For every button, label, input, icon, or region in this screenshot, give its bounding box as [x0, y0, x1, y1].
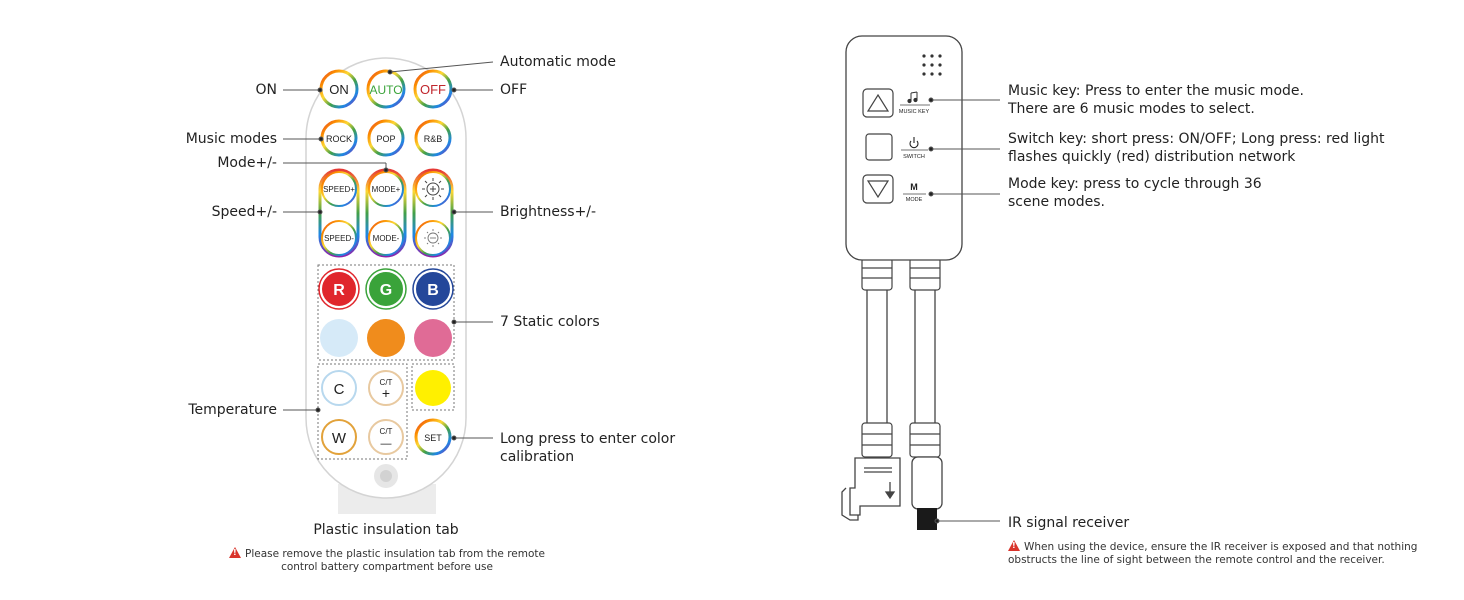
- ct-plus-button[interactable]: C/T +: [368, 370, 404, 406]
- speed-plus-button[interactable]: SPEED+: [321, 171, 357, 207]
- label-temperature: Temperature: [188, 402, 277, 418]
- warning-icon: [1008, 540, 1020, 551]
- svg-text:—: —: [381, 438, 392, 450]
- ir-housing: [911, 456, 943, 510]
- label-music-key: Music key: Press to enter the music mode…: [1008, 83, 1304, 117]
- svg-text:POP: POP: [376, 134, 395, 144]
- label-on: ON: [255, 82, 278, 98]
- off-button[interactable]: OFF: [413, 69, 453, 109]
- green-button[interactable]: G: [365, 268, 407, 310]
- svg-text:MODE+: MODE+: [372, 185, 401, 194]
- rnb-button[interactable]: R&B: [414, 119, 452, 157]
- svg-text:SPEED-: SPEED-: [324, 234, 354, 243]
- svg-text:+: +: [382, 385, 390, 401]
- mode-key-button[interactable]: [862, 174, 894, 204]
- note-insulation-tab: Please remove the plastic insulation tab…: [222, 547, 552, 574]
- svg-text:B: B: [427, 282, 439, 299]
- label-off: OFF: [500, 82, 528, 98]
- auto-button[interactable]: AUTO: [366, 69, 406, 109]
- music-note-icon: [907, 91, 918, 104]
- svg-text:SWITCH: SWITCH: [903, 154, 925, 160]
- speed-minus-button[interactable]: SPEED-: [321, 220, 357, 256]
- strip-connector: [841, 457, 901, 521]
- sun-minus-icon: [424, 229, 442, 247]
- label-brightness-pm: Brightness+/-: [500, 204, 597, 220]
- controller-body: [845, 35, 963, 261]
- blue-button[interactable]: B: [412, 268, 454, 310]
- label-static-colors: 7 Static colors: [500, 314, 600, 330]
- set-button[interactable]: SET: [414, 418, 452, 456]
- svg-text:SET: SET: [424, 433, 442, 443]
- pink-button[interactable]: [414, 319, 452, 357]
- mode-minus-button[interactable]: MODE-: [368, 220, 404, 256]
- ir-receiver-tip: [917, 508, 937, 530]
- remote-leader-lines: [283, 61, 494, 441]
- brightness-plus-button[interactable]: [415, 171, 451, 207]
- ct-minus-button[interactable]: C/T —: [368, 419, 404, 455]
- svg-text:C: C: [334, 381, 345, 398]
- sun-plus-icon: [422, 178, 444, 200]
- mode-plus-button[interactable]: MODE+: [368, 171, 404, 207]
- svg-text:M: M: [910, 182, 918, 192]
- power-icon: [909, 137, 919, 149]
- svg-text:R: R: [333, 282, 345, 299]
- label-automatic-mode: Automatic mode: [500, 54, 616, 70]
- remote-control: ON AUTO OFF ROCK POP R&B SPEED+: [305, 57, 467, 514]
- cool-button[interactable]: C: [321, 370, 357, 406]
- mic-holes-icon: [922, 54, 942, 76]
- svg-text:G: G: [380, 282, 392, 299]
- label-ir-receiver: IR signal receiver: [1008, 515, 1130, 531]
- rock-button[interactable]: ROCK: [320, 119, 358, 157]
- label-speed-pm: Speed+/-: [211, 204, 277, 220]
- svg-text:MUSIC KEY: MUSIC KEY: [899, 109, 930, 115]
- static-colors-box: [317, 264, 455, 361]
- label-mode-pm: Mode+/-: [217, 155, 277, 171]
- label-switch-key: Switch key: short press: ON/OFF; Long pr…: [1008, 131, 1385, 165]
- warning-icon: [229, 547, 241, 558]
- svg-text:W: W: [332, 430, 347, 447]
- yellow-button[interactable]: [415, 370, 451, 406]
- warm-button[interactable]: W: [321, 419, 357, 455]
- light-blue-button[interactable]: [320, 319, 358, 357]
- music-key-button[interactable]: [862, 88, 894, 118]
- controller-leader-lines: [928, 97, 1000, 524]
- orange-button[interactable]: [367, 319, 405, 357]
- logo-mark-icon: [374, 464, 398, 488]
- pop-button[interactable]: POP: [367, 119, 405, 157]
- svg-text:C/T: C/T: [380, 427, 393, 436]
- caption-insulation-tab: Plastic insulation tab: [313, 522, 459, 538]
- label-mode-key: Mode key: press to cycle through 36 scen…: [1008, 176, 1262, 210]
- label-long-press: Long press to enter color calibration: [500, 431, 676, 465]
- svg-text:C/T: C/T: [380, 378, 393, 387]
- svg-text:MODE: MODE: [906, 197, 923, 203]
- svg-text:SPEED+: SPEED+: [323, 185, 355, 194]
- svg-text:ROCK: ROCK: [326, 134, 352, 144]
- left-cable: [866, 287, 888, 444]
- svg-text:R&B: R&B: [424, 134, 443, 144]
- svg-text:MODE-: MODE-: [373, 234, 400, 243]
- note-ir-receiver: When using the device, ensure the IR rec…: [1008, 540, 1428, 567]
- svg-text:OFF: OFF: [420, 82, 446, 97]
- switch-key-button[interactable]: [865, 133, 893, 161]
- note-insulation-text: Please remove the plastic insulation tab…: [245, 548, 545, 573]
- label-music-modes: Music modes: [185, 131, 277, 147]
- brightness-minus-button[interactable]: [415, 220, 451, 256]
- note-ir-text: When using the device, ensure the IR rec…: [1008, 541, 1418, 566]
- controller-device: MUSIC KEY SWITCH M MODE: [841, 35, 963, 530]
- red-button[interactable]: R: [318, 268, 360, 310]
- yellow-box: [411, 363, 455, 411]
- svg-text:ON: ON: [329, 82, 349, 97]
- svg-text:AUTO: AUTO: [369, 83, 402, 97]
- on-button[interactable]: ON: [319, 69, 359, 109]
